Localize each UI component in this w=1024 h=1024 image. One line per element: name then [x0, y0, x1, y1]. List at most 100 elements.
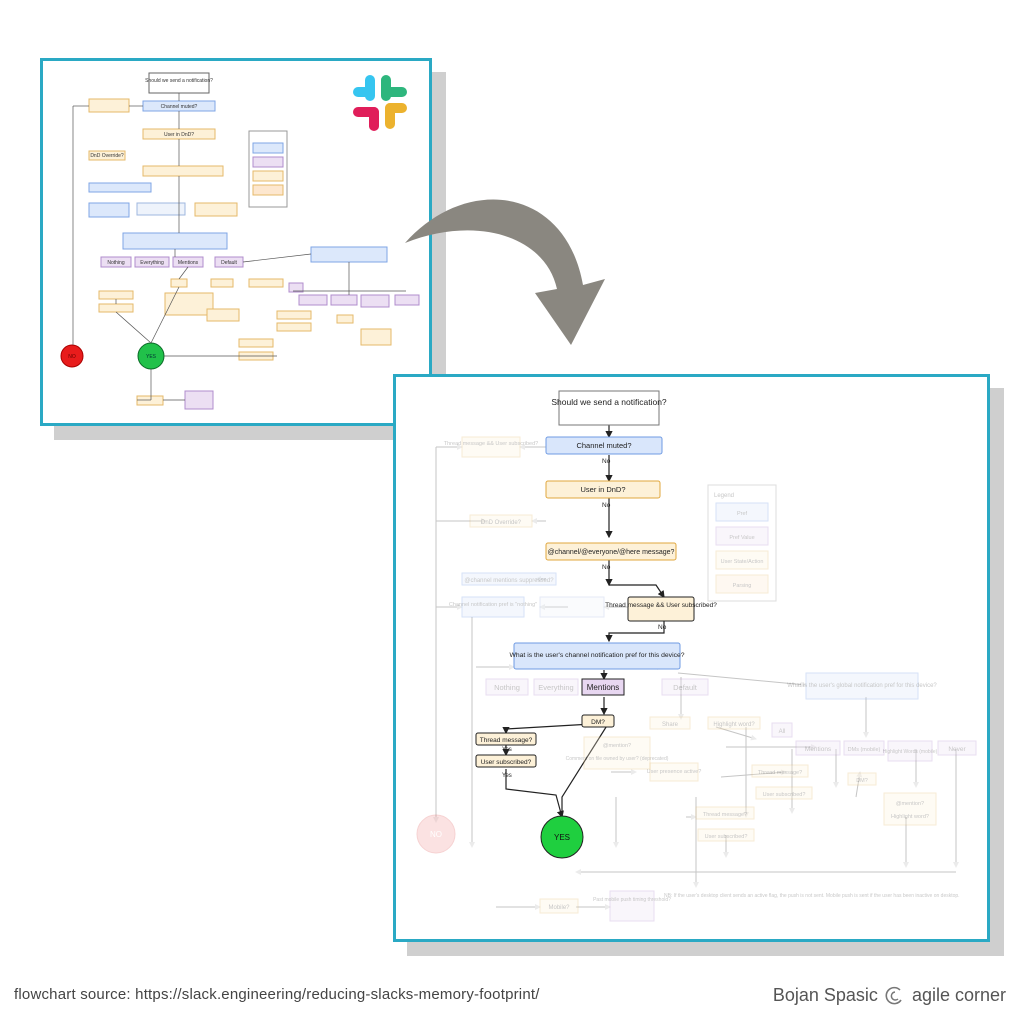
- svg-text:Thread message && User subscri: Thread message && User subscribed?: [444, 441, 538, 447]
- option-everything-node: Everything: [533, 678, 579, 696]
- svg-text:@channel/@everyone/@here messa: @channel/@everyone/@here message?: [548, 549, 675, 556]
- svg-text:Mentions: Mentions: [805, 746, 832, 753]
- svg-text:User presence active?: User presence active?: [647, 769, 702, 775]
- svg-text:Should we send a notification?: Should we send a notification?: [551, 397, 667, 407]
- thumb-g-mention: [360, 328, 392, 346]
- svg-text:Comment on file owned by user?: Comment on file owned by user? (deprecat…: [566, 756, 669, 762]
- brand-suffix: agile corner: [911, 984, 1006, 1005]
- svg-text:Thread message?: Thread message?: [758, 770, 802, 776]
- brand-signature: Bojan Spasic agile corner: [773, 984, 1006, 1006]
- thumb-g-dms: [330, 294, 358, 306]
- center-subscribed-node: User subscribed?: [697, 828, 755, 842]
- user-subscribed-node: User subscribed?: [475, 754, 537, 768]
- svg-text:User subscribed?: User subscribed?: [763, 792, 806, 798]
- svg-text:@mention?: @mention?: [896, 801, 924, 807]
- legend-title: Legend: [714, 493, 734, 499]
- svg-text:Parsing: Parsing: [733, 583, 752, 589]
- thumb-everything-pref: [136, 202, 186, 216]
- thumb-legend-user-state: [252, 170, 284, 182]
- thumb-thread-message: [98, 290, 134, 300]
- thumb-yes-text: YES: [146, 354, 157, 360]
- thread-subscribed-node: Thread message && User subscribed?: [605, 596, 717, 622]
- thumb-g-thread: [276, 310, 312, 320]
- thumb-start-text: Should we send a notification?: [145, 78, 213, 84]
- svg-text:Highlight word?: Highlight word?: [891, 814, 929, 820]
- svg-text:Pref Value: Pref Value: [729, 535, 754, 541]
- svg-text:All: All: [779, 729, 786, 735]
- svg-text:Channel muted?: Channel muted?: [576, 441, 631, 450]
- thumb-global-pref: [310, 246, 388, 263]
- global-mentions-node: Mentions: [795, 740, 841, 756]
- user-in-dnd-node: User in DnD?: [545, 480, 661, 499]
- svg-text:Thread message?: Thread message?: [703, 812, 747, 818]
- global-dm-node: DM?: [847, 772, 877, 786]
- flowchart-zoomed-card: Should we send a notification? Channel m…: [393, 374, 990, 942]
- thumb-mentions-text: Mentions: [178, 260, 199, 266]
- thumb-dnd-override-text: DnD Override?: [90, 153, 124, 159]
- thumb-dm: [170, 278, 188, 288]
- thumb-at-suppressed: [88, 182, 152, 193]
- svg-text:Never: Never: [948, 746, 966, 753]
- thumb-push-timing: [184, 390, 214, 410]
- svg-text:What is the user's global noti: What is the user's global notification p…: [787, 683, 937, 689]
- thumb-g-highlight: [360, 294, 390, 308]
- legend-pref: [715, 502, 769, 522]
- slack-logo-icon: [353, 75, 407, 131]
- svg-text:User in DnD?: User in DnD?: [580, 485, 625, 494]
- global-thread-node: Thread message?: [751, 764, 809, 778]
- thumb-user-presence: [206, 308, 240, 322]
- thumb-legend-parsing: [252, 184, 284, 196]
- thumb-no-text: NO: [68, 354, 76, 360]
- share-node: Share: [649, 716, 691, 730]
- user-presence-node: User presence active?: [647, 762, 702, 782]
- svg-text:@channel mentions suppressed?: @channel mentions suppressed?: [464, 578, 554, 584]
- agile-corner-logo-icon: [885, 986, 902, 1005]
- brand-name: Bojan Spasic: [772, 984, 878, 1005]
- no-terminal-node: NO: [416, 814, 456, 854]
- svg-text:DM?: DM?: [856, 778, 868, 784]
- flowchart-thumbnail-card: Should we send a notification? Channel m…: [40, 58, 432, 426]
- global-highlight-node: Highlight Words (mobile): [883, 740, 938, 762]
- svg-text:@mention?: @mention?: [603, 743, 631, 749]
- label-no-3: No: [602, 564, 611, 571]
- legend-parsing: [715, 574, 769, 594]
- thumb-nothing: [100, 256, 132, 268]
- dnd-override-node: DnD Override?: [469, 514, 533, 528]
- thumb-mobile: [136, 395, 164, 406]
- global-mention-highlight-node: @mention? Highlight word?: [883, 792, 937, 826]
- thumb-highlight: [248, 278, 284, 288]
- thumb-user-subscribed: [98, 303, 134, 313]
- option-nothing-node: Nothing: [485, 678, 529, 696]
- legend: Legend Pref Pref Value User State/Action…: [707, 484, 777, 602]
- svg-text:Everything: Everything: [538, 683, 573, 692]
- thumb-nothing-text: Nothing: [107, 260, 124, 266]
- svg-text:Nothing: Nothing: [494, 683, 520, 692]
- option-default-node: Default: [661, 678, 709, 696]
- channel-pref-nothing-node: Channel notification pref is "nothing": [449, 596, 537, 618]
- thumb-everything-text: Everything: [140, 260, 164, 266]
- channel-pref-question-node: What is the user's channel notification …: [509, 642, 685, 670]
- all-node: All: [771, 722, 793, 738]
- thumb-g-mentions: [298, 294, 328, 306]
- thumb-user-dnd-text: User in DnD?: [164, 132, 194, 138]
- thumb-g-dm: [336, 314, 354, 324]
- global-dms-node: DMs (mobile): [843, 740, 885, 756]
- svg-text:User subscribed?: User subscribed?: [705, 834, 748, 840]
- thumb-legend: [248, 130, 288, 208]
- svg-text:NO: NO: [430, 830, 442, 839]
- thumb-g-never: [394, 294, 420, 306]
- svg-text:Thread message?: Thread message?: [480, 737, 533, 744]
- label-yes-2: Yes: [502, 773, 512, 779]
- thumb-legend-pref-value: [252, 156, 284, 168]
- svg-text:Default: Default: [673, 683, 698, 692]
- push-timing-node: Past mobile push timing threshold?: [593, 890, 671, 922]
- label-no-2: No: [602, 502, 611, 509]
- svg-text:User State/Action: User State/Action: [721, 559, 764, 565]
- channel-muted-node: Channel muted?: [545, 436, 663, 455]
- thumb-no-node: [60, 344, 84, 368]
- at-channel-suppressed-node: @channel mentions suppressed?: [461, 572, 557, 586]
- label-no-4: No: [658, 624, 667, 631]
- note-text: NB: If the user's desktop client sends a…: [664, 893, 960, 899]
- label-yes-1: Yes: [502, 747, 512, 753]
- flowchart-source-credit: flowchart source: https://slack.engineer…: [14, 986, 540, 1003]
